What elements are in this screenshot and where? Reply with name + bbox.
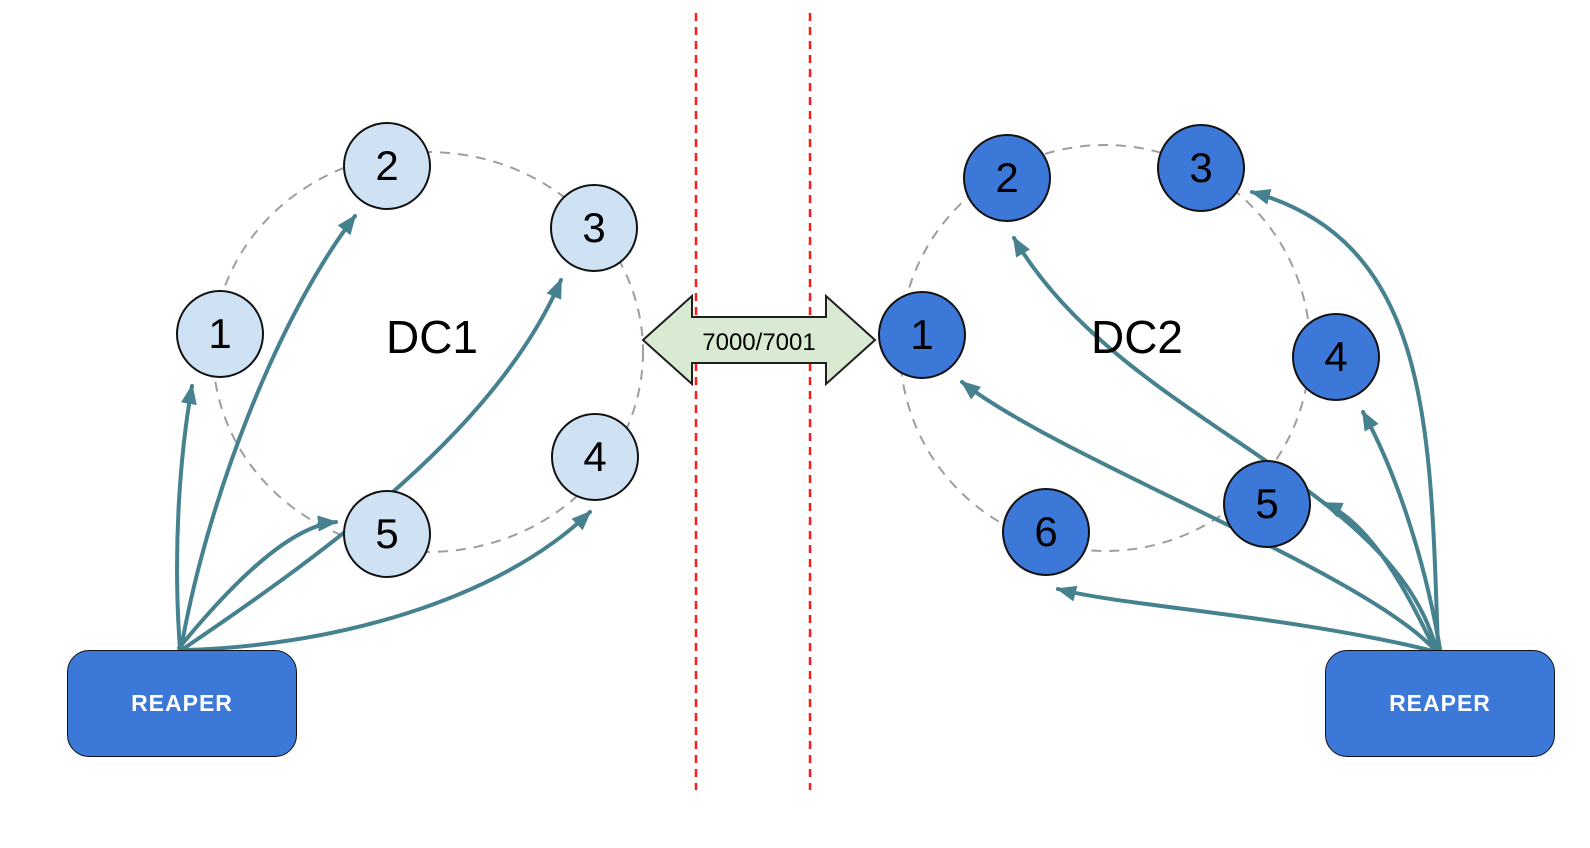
arrow-reaper2-to-dc2-node1 bbox=[960, 380, 1436, 651]
arrow-reaper2-to-dc2-node6 bbox=[1056, 585, 1435, 653]
arrow-reaper1-to-dc1-node3 bbox=[181, 278, 563, 651]
arrow-reaper1-to-dc1-node5 bbox=[177, 515, 338, 650]
inter-dc-link-label: 7000/7001 bbox=[702, 329, 816, 356]
dc2-node-6: 6 bbox=[1002, 488, 1090, 576]
arrow-reaper2-to-dc2-node4 bbox=[1361, 410, 1442, 651]
dc1-node-2: 2 bbox=[343, 122, 431, 210]
arrow-reaper1-to-dc1-node2 bbox=[179, 214, 357, 651]
dc2-node-3: 3 bbox=[1157, 124, 1245, 212]
dc1-node-4: 4 bbox=[551, 413, 639, 501]
dc2-node-2: 2 bbox=[963, 134, 1051, 222]
arrow-reaper2-to-dc2-node5 bbox=[1322, 501, 1437, 652]
dc2-node-5: 5 bbox=[1223, 460, 1311, 548]
dc2-node-4: 4 bbox=[1292, 313, 1380, 401]
dc1-label: DC1 bbox=[385, 311, 479, 363]
arrow-reaper1-to-dc1-node1 bbox=[175, 384, 197, 651]
reaper-box-dc1: REAPER bbox=[67, 650, 297, 757]
dc1-node-5: 5 bbox=[343, 490, 431, 578]
dc1-node-1: 1 bbox=[176, 290, 264, 378]
dc2-node-1: 1 bbox=[878, 291, 966, 379]
dc1-node-3: 3 bbox=[550, 184, 638, 272]
dc2-label: DC2 bbox=[1090, 311, 1184, 363]
inter-dc-link-arrow bbox=[641, 293, 877, 387]
arrow-reaper2-to-dc2-node3 bbox=[1250, 189, 1440, 650]
arrow-reaper2-to-dc2-node2 bbox=[1012, 236, 1438, 650]
arrow-reaper1-to-dc1-node4 bbox=[183, 510, 592, 652]
reaper-box-dc2: REAPER bbox=[1325, 650, 1555, 757]
